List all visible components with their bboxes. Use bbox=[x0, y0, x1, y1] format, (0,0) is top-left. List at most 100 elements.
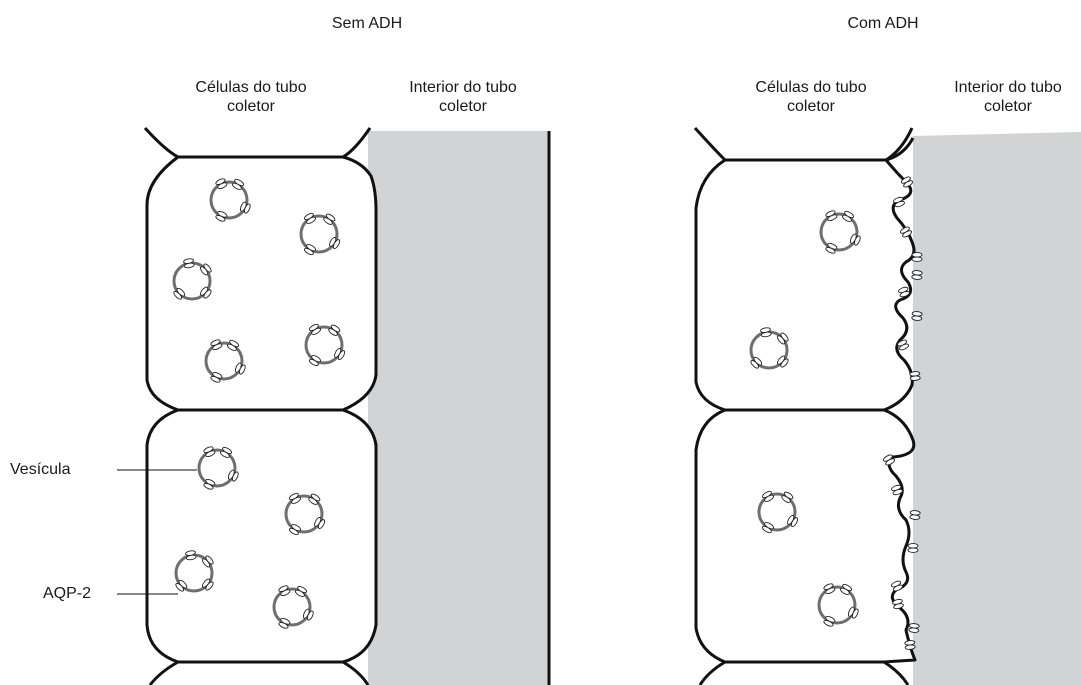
vesicle bbox=[209, 178, 251, 222]
aqp2-channel bbox=[323, 213, 336, 225]
aqp2-channel bbox=[210, 339, 223, 351]
aqp2-channel bbox=[203, 446, 216, 458]
aqp2-channel bbox=[787, 514, 799, 528]
right-cells-label: Células do tubo coletor bbox=[731, 78, 891, 116]
membrane-aqp2-channel bbox=[892, 598, 904, 610]
membrane-aqp2-channel bbox=[891, 484, 903, 496]
left-cells-label-line1: Células do tubo bbox=[195, 79, 307, 96]
right-cell-bottom-fragment bbox=[698, 660, 910, 685]
aqp2-channel bbox=[760, 327, 772, 338]
membrane-aqp2-channel bbox=[909, 510, 921, 520]
left-lumen-label-line1: Interior do tubo bbox=[409, 79, 517, 96]
vesicle bbox=[819, 210, 861, 254]
aqp2-channel bbox=[825, 210, 838, 222]
membrane-aqp2-channel bbox=[907, 543, 919, 553]
membrane-aqp2-channel bbox=[911, 252, 923, 262]
left-cells-label-line2: coletor bbox=[226, 98, 276, 115]
membrane-aqp2-channel bbox=[899, 226, 913, 238]
membrane-aqp2-channel bbox=[882, 454, 896, 466]
aqp2-channel bbox=[849, 233, 861, 246]
membrane-aqp2-channel bbox=[890, 580, 904, 592]
aqp2-channel bbox=[841, 210, 855, 222]
vesicle-membrane bbox=[304, 325, 344, 365]
right-lumen-label-line2: coletor bbox=[983, 98, 1033, 115]
right-panel-title: Com ADH bbox=[847, 15, 919, 32]
right-lumen-label-line1: Interior do tubo bbox=[954, 79, 1062, 96]
vesicle bbox=[174, 550, 214, 593]
right-lumen-area bbox=[913, 132, 1081, 685]
membrane-aqp2-channel bbox=[896, 339, 910, 351]
left-cell-bottom-fragment bbox=[148, 660, 370, 685]
aqp2-channel bbox=[308, 355, 322, 367]
membrane-aqp2-channel bbox=[911, 311, 923, 321]
aqp2-channel bbox=[823, 583, 836, 595]
membrane-aqp2-channel bbox=[900, 176, 914, 188]
right-cells-label-line2: coletor bbox=[786, 98, 836, 115]
right-cell-top-fragment bbox=[693, 126, 914, 162]
left-cell-upper bbox=[145, 155, 378, 412]
aqp2-channel bbox=[278, 585, 291, 597]
aqp2-channel bbox=[239, 201, 251, 214]
aqp2-channel bbox=[303, 212, 317, 224]
aqp2-channel bbox=[200, 263, 212, 276]
vesicle-membrane bbox=[204, 341, 244, 381]
aqp2-channel bbox=[329, 236, 341, 250]
aqp2-channel bbox=[334, 347, 346, 361]
aqp2-channel bbox=[761, 490, 775, 502]
aqp2-channel bbox=[227, 469, 239, 482]
aqp2-channel bbox=[823, 615, 836, 627]
vesicle bbox=[172, 258, 212, 301]
vesicle bbox=[272, 585, 314, 629]
aqp2-channel bbox=[231, 178, 245, 190]
aqp2-channel bbox=[288, 492, 302, 504]
vesicle-membrane bbox=[819, 212, 859, 252]
aqp2-channel bbox=[185, 550, 197, 561]
aqp2-channel bbox=[303, 244, 317, 256]
vesicle bbox=[299, 212, 341, 256]
membrane-aqp2-channel bbox=[904, 640, 916, 650]
left-cell-lower bbox=[145, 408, 378, 664]
vesicle-membrane bbox=[284, 494, 324, 534]
vesicle bbox=[817, 583, 859, 627]
membrane-aqp2-channel bbox=[909, 371, 921, 381]
aqp2-channel bbox=[173, 287, 186, 300]
vesicle-membrane bbox=[272, 587, 312, 627]
aqp2-channel bbox=[314, 516, 326, 530]
aqp2-channel bbox=[203, 478, 216, 490]
membrane-aqp2-channel bbox=[911, 270, 923, 280]
left-cell-membranes bbox=[143, 126, 378, 685]
vesicle-membrane bbox=[817, 585, 857, 625]
aqp2-channel bbox=[847, 606, 859, 619]
vesicle-group bbox=[172, 178, 861, 629]
left-lumen-label-line2: coletor bbox=[438, 98, 488, 115]
vesicle-annotation: Vesícula bbox=[10, 461, 71, 478]
aqp2-channel bbox=[839, 583, 853, 595]
aqp2-channel bbox=[234, 362, 246, 375]
membrane-aqp2-channel bbox=[893, 196, 905, 208]
aqp2-channel bbox=[215, 178, 228, 190]
aqp2-channel bbox=[219, 446, 233, 458]
vesicle-membrane bbox=[197, 448, 237, 488]
aqp2-channel bbox=[777, 332, 789, 345]
aqp2-channel bbox=[202, 578, 214, 591]
aqp2-channel bbox=[777, 355, 789, 368]
aqp2-channel bbox=[761, 522, 775, 534]
aqp2-channel bbox=[294, 585, 308, 597]
aqp2-channel bbox=[175, 579, 188, 592]
left-lumen-label: Interior do tubo coletor bbox=[383, 78, 543, 116]
aqp2-channel bbox=[226, 339, 240, 351]
aqp-annotation: AQP-2 bbox=[43, 585, 92, 602]
membrane-aqp2-channel bbox=[908, 623, 920, 633]
aqp2-channel bbox=[215, 210, 228, 222]
aqp2-channel bbox=[302, 608, 314, 621]
membrane-aqp2-channel bbox=[898, 286, 910, 298]
left-panel-title: Sem ADH bbox=[331, 15, 403, 32]
membrane-channel-group bbox=[882, 176, 923, 650]
right-cells-label-line1: Células do tubo bbox=[755, 79, 867, 96]
vesicle bbox=[749, 327, 789, 370]
aqp2-channel bbox=[308, 323, 322, 335]
aqp2-channel bbox=[200, 286, 212, 299]
right-cell-membranes bbox=[693, 126, 917, 685]
